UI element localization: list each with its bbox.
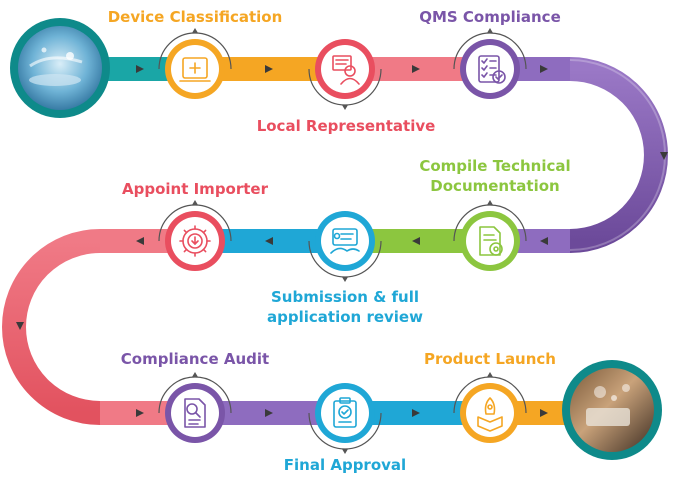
node-bracket xyxy=(308,412,382,450)
label-line: application review xyxy=(267,308,423,326)
node-pointer xyxy=(342,105,348,110)
application-review-icon xyxy=(330,228,360,254)
tablet-plus-icon xyxy=(179,57,211,82)
end-photo xyxy=(562,360,662,460)
arrow-right-icon xyxy=(265,65,273,73)
node-bracket xyxy=(158,204,232,242)
step-node xyxy=(158,28,232,99)
arrow-right-icon xyxy=(136,409,144,417)
step-label-device-classification: Device Classification xyxy=(107,8,283,26)
label-line: Documentation xyxy=(430,177,560,195)
arrow-right-icon xyxy=(265,409,273,417)
step-node xyxy=(158,372,232,443)
gear-download-icon xyxy=(179,225,211,257)
node-bracket xyxy=(308,240,382,278)
arrow-right-icon xyxy=(412,65,420,73)
node-bracket xyxy=(158,376,232,414)
arrow-down-icon xyxy=(660,152,668,160)
arrow-left-icon xyxy=(265,237,273,245)
step-label-compliance-audit: Compliance Audit xyxy=(120,350,270,368)
node-pointer xyxy=(342,449,348,454)
node-pointer xyxy=(192,200,198,205)
node-bracket xyxy=(308,68,382,106)
arrow-right-icon xyxy=(540,65,548,73)
step-node xyxy=(308,383,382,454)
audit-document-icon xyxy=(184,398,206,428)
node-bracket xyxy=(453,204,527,242)
step-label-final-approval: Final Approval xyxy=(283,456,407,474)
step-node xyxy=(308,211,382,282)
label-line: Submission & full xyxy=(271,288,419,306)
step-label-submission-review: Submission & full application review xyxy=(250,287,440,327)
step-node xyxy=(453,28,527,99)
track-curve-left xyxy=(2,229,101,425)
label-line: Compile Technical xyxy=(419,157,571,175)
step-node xyxy=(453,200,527,271)
node-pointer xyxy=(487,200,493,205)
node-face xyxy=(466,217,514,265)
node-bracket xyxy=(158,32,232,70)
node-pointer xyxy=(342,277,348,282)
document-gear-icon xyxy=(479,226,503,256)
node-bracket xyxy=(453,32,527,70)
step-label-qms-compliance: QMS Compliance xyxy=(419,8,561,26)
step-node xyxy=(158,200,232,271)
step-node xyxy=(308,39,382,110)
track-curve-right xyxy=(569,57,668,253)
node-face xyxy=(466,45,514,93)
step-label-product-launch: Product Launch xyxy=(423,350,556,368)
step-node xyxy=(453,372,527,443)
node-face xyxy=(321,217,369,265)
arrow-left-icon xyxy=(412,237,420,245)
node-pointer xyxy=(487,372,493,377)
approval-clipboard-icon xyxy=(333,397,357,428)
node-pointer xyxy=(192,28,198,33)
start-photo xyxy=(10,18,110,118)
arrow-right-icon xyxy=(136,65,144,73)
representative-icon xyxy=(332,55,360,85)
arrow-left-icon xyxy=(136,237,144,245)
rocket-box-icon xyxy=(477,397,503,432)
node-face xyxy=(466,389,514,437)
node-pointer xyxy=(487,28,493,33)
step-label-compile-technical-documentation: Compile Technical Documentation xyxy=(405,156,585,196)
arrow-down-icon xyxy=(16,322,24,330)
step-label-local-representative: Local Representative xyxy=(256,117,436,135)
arrow-right-icon xyxy=(540,409,548,417)
arrow-right-icon xyxy=(412,409,420,417)
node-pointer xyxy=(192,372,198,377)
step-label-appoint-importer: Appoint Importer xyxy=(122,180,268,198)
arrow-left-icon xyxy=(540,237,548,245)
node-bracket xyxy=(453,376,527,414)
checklist-icon xyxy=(478,55,506,84)
